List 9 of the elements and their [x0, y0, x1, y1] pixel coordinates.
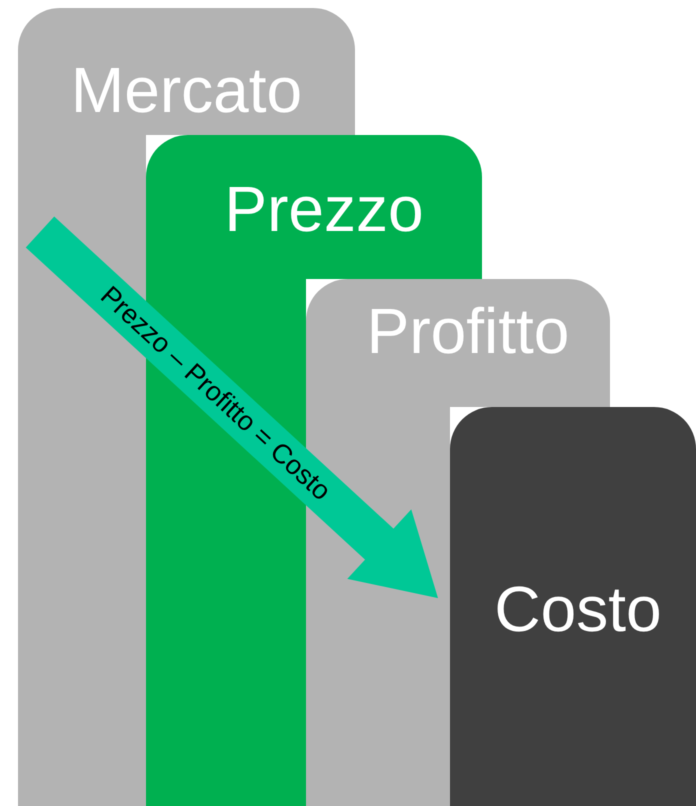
column-panel	[18, 8, 355, 135]
column-title: Prezzo	[223, 177, 425, 241]
block-arrow	[26, 216, 438, 598]
column-panel	[306, 279, 610, 407]
column-panel	[450, 407, 696, 806]
column-panel	[146, 135, 482, 279]
column-title: Costo	[493, 577, 663, 641]
column-title: Profitto	[366, 299, 570, 363]
column-title: Mercato	[70, 58, 304, 122]
